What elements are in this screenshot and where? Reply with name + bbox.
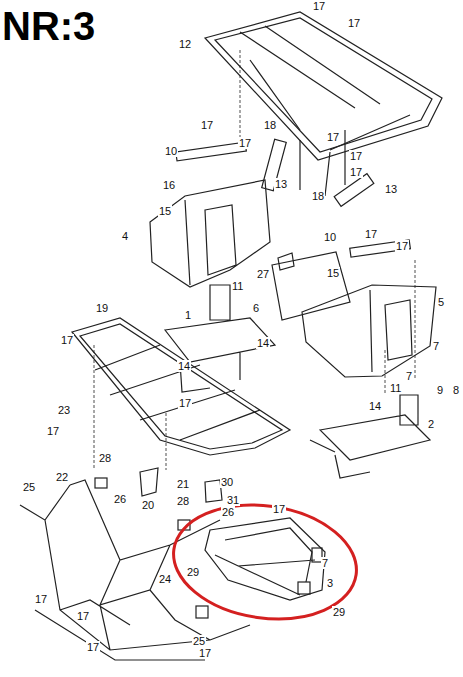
rear-rack: [205, 12, 442, 206]
callout-number: 13: [384, 183, 398, 195]
callout-number: 9: [436, 384, 444, 396]
callout-number: 17: [364, 228, 378, 240]
callout-number: 17: [395, 240, 409, 252]
callout-number: 2: [427, 418, 435, 430]
callout-number: 31: [226, 494, 240, 506]
page-title: NR:3: [2, 4, 95, 48]
right-fender: [302, 285, 436, 377]
callout-number: 6: [252, 302, 260, 314]
callout-number: 24: [158, 573, 172, 585]
callout-number: 4: [121, 230, 129, 242]
callout-number: 5: [437, 296, 445, 308]
callout-number: 17: [34, 593, 48, 605]
callout-number: 12: [178, 38, 192, 50]
callout-number: 16: [162, 179, 176, 191]
callout-number: 30: [220, 476, 234, 488]
callout-number: 17: [76, 610, 90, 622]
callout-number: 13: [274, 178, 288, 190]
callout-number: 11: [231, 280, 244, 292]
front-rack: [72, 318, 290, 455]
highlight-ring: [166, 494, 364, 631]
callout-number: 15: [326, 267, 340, 279]
callout-number: 14: [256, 337, 270, 349]
callout-number: 7: [405, 370, 413, 382]
callout-number: 17: [178, 397, 192, 409]
callout-number: 25: [22, 481, 36, 493]
callout-number: 22: [55, 471, 69, 483]
callout-number: 10: [323, 231, 337, 243]
callout-number: 17: [60, 334, 74, 346]
callout-number: 7: [432, 340, 440, 352]
callout-number: 26: [221, 506, 235, 518]
callout-number: 29: [332, 606, 346, 618]
callout-number: 17: [46, 425, 60, 437]
callout-number: 15: [158, 205, 172, 217]
callout-number: 17: [272, 503, 286, 515]
left-fender: [150, 180, 270, 287]
callout-number: 3: [326, 577, 334, 589]
callout-number: 18: [263, 119, 277, 131]
callout-number: 17: [349, 150, 363, 162]
callout-number: 21: [176, 478, 190, 490]
callout-number: 19: [95, 302, 109, 314]
callout-number: 17: [238, 137, 252, 149]
callout-number: 25: [192, 635, 206, 647]
callout-number: 14: [368, 400, 382, 412]
callout-number: 11: [389, 382, 402, 394]
callout-number: 28: [176, 495, 190, 507]
callout-number: 28: [98, 452, 112, 464]
callout-number: 1: [184, 309, 192, 321]
callout-number: 17: [347, 17, 361, 29]
callout-number: 17: [326, 131, 340, 143]
callout-number: 20: [141, 499, 155, 511]
callout-number: 8: [452, 384, 460, 396]
callout-number: 17: [86, 641, 100, 653]
callout-number: 29: [186, 566, 200, 578]
callout-number: 17: [349, 166, 363, 178]
callout-number: 27: [256, 268, 270, 280]
main-frame: [20, 480, 250, 660]
callout-number: 18: [311, 190, 325, 202]
callout-number: 17: [198, 647, 212, 659]
callout-number: 14: [177, 360, 191, 372]
callout-number: 23: [57, 404, 71, 416]
callout-number: 7: [321, 557, 329, 569]
callout-number: 17: [312, 0, 326, 12]
callout-number: 10: [164, 145, 178, 157]
rear-subframe: [205, 518, 325, 600]
callout-number: 17: [200, 119, 214, 131]
callout-number: 26: [113, 493, 127, 505]
